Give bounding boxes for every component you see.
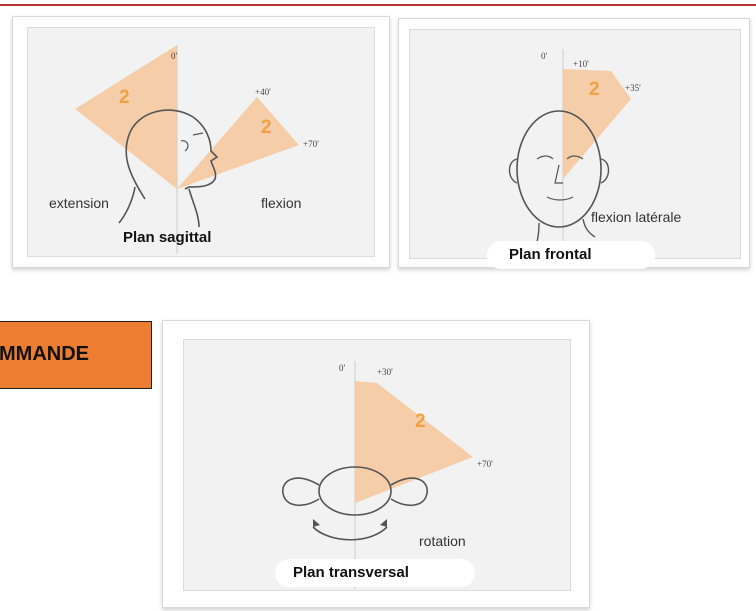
extension-sector [75, 45, 177, 189]
frontal-angle-plus35: +35' [625, 83, 641, 93]
left-eye [537, 156, 553, 159]
mouth [547, 197, 573, 200]
left-ear-top [283, 478, 319, 505]
sagittal-title: Plan sagittal [123, 229, 211, 246]
label-flexion-laterale: flexion latérale [591, 209, 681, 225]
transversal-angle-0: 0' [339, 363, 345, 373]
top-rule [0, 4, 756, 6]
label-flexion: flexion [261, 195, 301, 211]
flexion-sector [177, 97, 299, 189]
neck-front [189, 189, 199, 227]
neck-back [119, 187, 135, 223]
rotation-arrow [313, 527, 387, 540]
transversal-angle-plus30: +30' [377, 367, 393, 377]
ear-mark [181, 141, 188, 151]
side-banner: MMANDE [0, 321, 152, 389]
eye-mark [193, 133, 203, 135]
frontal-zone: 2 [589, 79, 600, 101]
frontal-diagram [399, 19, 749, 267]
frontal-angle-0: 0' [541, 51, 547, 61]
frontal-panel: 0' +10' +35' 2 flexion latérale Plan fro… [398, 18, 750, 268]
transversal-panel: 0' +30' +70' 2 rotation Plan transversal [162, 320, 590, 608]
frontal-angle-plus10: +10' [573, 59, 589, 69]
face-outline [517, 111, 601, 227]
sagittal-zone-flexion: 2 [261, 117, 272, 139]
transversal-angle-plus70: +70' [477, 459, 493, 469]
sagittal-panel: 0' +40' +70' 2 2 extension flexion Plan … [12, 16, 390, 268]
transversal-zone: 2 [415, 411, 426, 433]
label-rotation: rotation [419, 533, 466, 549]
sagittal-zone-extension: 2 [119, 87, 130, 109]
frontal-title: Plan frontal [509, 246, 592, 263]
left-ear [510, 159, 518, 183]
label-extension: extension [49, 195, 109, 211]
sagittal-angle-0: 0' [171, 51, 177, 61]
rotation-sector [355, 381, 473, 503]
nose [555, 165, 563, 183]
right-ear [601, 159, 609, 183]
sagittal-angle-plus40: +40' [255, 87, 271, 97]
side-banner-label: MMANDE [0, 343, 89, 366]
right-ear-top [391, 478, 427, 505]
sagittal-angle-plus70: +70' [303, 139, 319, 149]
rotation-arrow-right-head [380, 519, 387, 527]
transversal-title: Plan transversal [293, 564, 409, 581]
rotation-arrow-left-head [313, 519, 320, 527]
